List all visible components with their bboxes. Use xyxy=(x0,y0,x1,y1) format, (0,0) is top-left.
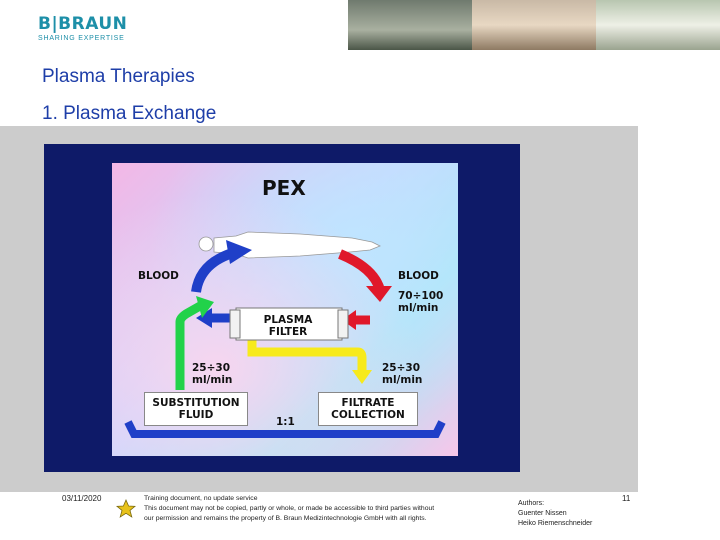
substitution-flow-unit: ml/min xyxy=(192,374,232,386)
filtrate-flow-value: 25÷30 xyxy=(382,362,420,374)
diagram-title: PEX xyxy=(262,176,306,200)
disclaimer-line2: This document may not be copied, partly … xyxy=(144,504,494,514)
filter-label-line1: PLASMA xyxy=(262,314,314,326)
footer-authors: Authors: Guenter Nissen Heiko Riemenschn… xyxy=(518,499,592,529)
page-number: 11 xyxy=(622,494,630,503)
filtrate-box-line2: COLLECTION xyxy=(319,409,417,421)
filtrate-flow-unit: ml/min xyxy=(382,374,422,386)
filtrate-collection-box: FILTRATE COLLECTION xyxy=(318,392,418,426)
disclaimer-line3: our permission and remains the property … xyxy=(144,514,494,524)
disclaimer-line1: Training document, no update service xyxy=(144,494,494,504)
blood-out-arrow xyxy=(340,254,380,290)
filtrate-box-line1: FILTRATE xyxy=(319,397,417,409)
substitution-box-line1: SUBSTITUTION xyxy=(145,397,247,409)
substitution-flow-value: 25÷30 xyxy=(192,362,230,374)
blood-flow-unit: ml/min xyxy=(398,302,438,314)
substitution-box-line2: FLUID xyxy=(145,409,247,421)
filter-cap-left xyxy=(230,310,240,338)
filter-cap-right xyxy=(338,310,348,338)
author-2: Heiko Riemenschneider xyxy=(518,519,592,529)
filter-label-line2: FILTER xyxy=(262,326,314,338)
blood-out-arrowhead xyxy=(366,286,392,302)
substitution-fluid-box: SUBSTITUTION FLUID xyxy=(144,392,248,426)
star-icon xyxy=(116,499,136,524)
footer-date: 03/11/2020 xyxy=(62,494,101,503)
blood-label-left: BLOOD xyxy=(138,270,179,282)
filtrate-arrowhead xyxy=(352,370,372,384)
ratio-label: 1:1 xyxy=(276,416,295,428)
authors-label: Authors: xyxy=(518,499,592,509)
filtrate-arrow xyxy=(252,340,362,372)
author-1: Guenter Nissen xyxy=(518,509,592,519)
blood-flow-value: 70÷100 xyxy=(398,290,443,302)
blood-label-right: BLOOD xyxy=(398,270,439,282)
footer-disclaimer: Training document, no update service Thi… xyxy=(144,494,494,524)
